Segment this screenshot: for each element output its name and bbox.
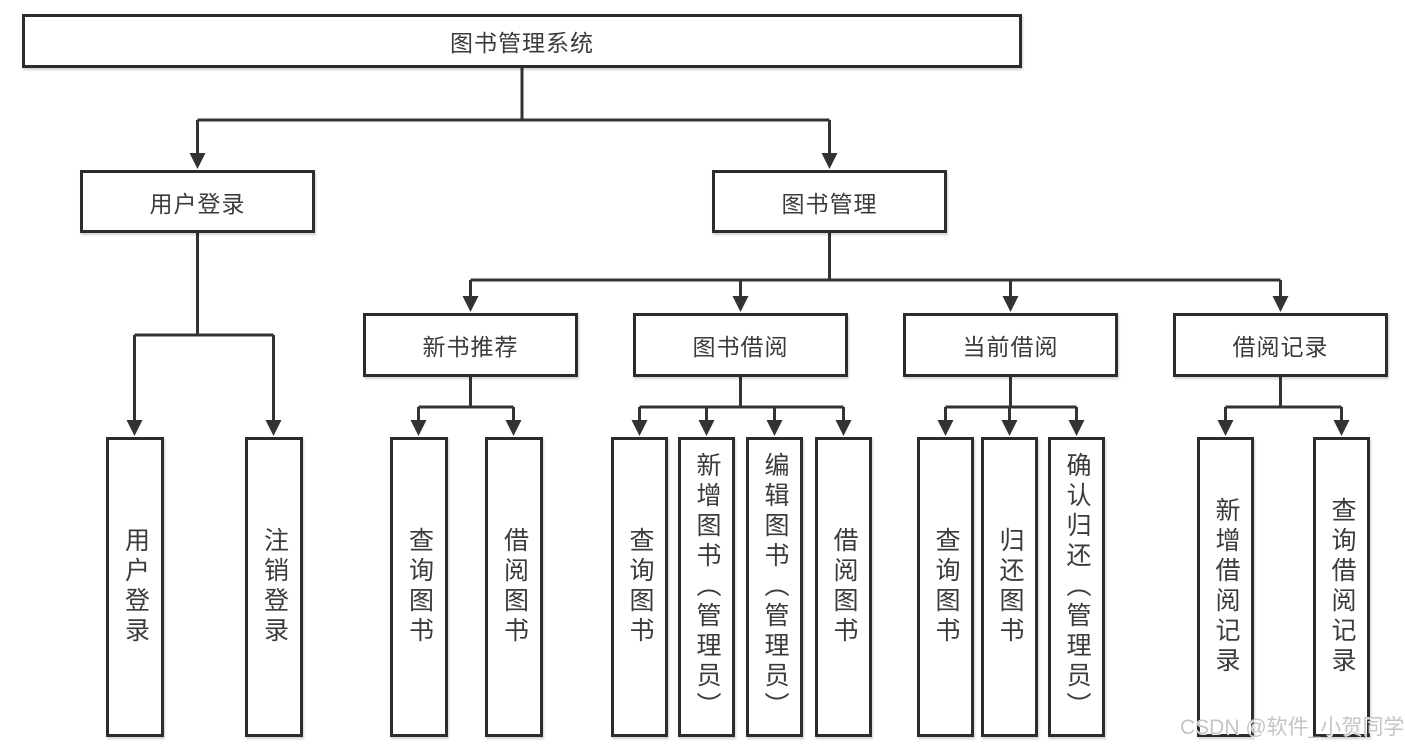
arrowhead bbox=[631, 420, 648, 436]
arrowhead bbox=[265, 420, 282, 436]
leaf-add-book-admin-label: 新增图书（管理员） bbox=[693, 452, 721, 722]
arrowhead bbox=[505, 420, 522, 436]
leaf-query-books-borrow: 查询图书 bbox=[611, 437, 668, 737]
leaf-query-books-recommend-label: 查询图书 bbox=[405, 527, 434, 647]
connector-records-children bbox=[1224, 377, 1343, 423]
node-library-system: 图书管理系统 bbox=[22, 14, 1022, 68]
leaf-borrow-books-recommend: 借阅图书 bbox=[485, 437, 543, 737]
connector-current-children bbox=[944, 377, 1078, 423]
leaf-add-book-admin: 新增图书（管理员） bbox=[678, 437, 735, 737]
connector-user-login-children bbox=[133, 233, 275, 423]
node-user-login: 用户登录 bbox=[80, 170, 315, 233]
arrowhead bbox=[1272, 296, 1289, 312]
leaf-return-book: 归还图书 bbox=[981, 437, 1038, 737]
leaf-edit-book-admin-label: 编辑图书（管理员） bbox=[761, 452, 789, 722]
node-current-borrow: 当前借阅 bbox=[903, 313, 1118, 377]
arrowhead bbox=[462, 296, 479, 312]
arrowhead bbox=[1217, 420, 1234, 436]
leaf-user-login-label: 用户登录 bbox=[121, 527, 150, 647]
leaf-query-borrow-record: 查询借阅记录 bbox=[1313, 437, 1370, 737]
arrowhead bbox=[821, 153, 838, 169]
leaf-borrow-books-borrow: 借阅图书 bbox=[815, 437, 872, 737]
node-borrow-records: 借阅记录 bbox=[1173, 313, 1388, 377]
connector-borrow-children bbox=[638, 377, 845, 423]
arrowhead bbox=[1001, 420, 1018, 436]
node-book-borrow: 图书借阅 bbox=[633, 313, 848, 377]
arrowhead bbox=[189, 153, 206, 169]
arrowhead bbox=[126, 420, 143, 436]
leaf-confirm-return-admin-label: 确认归还（管理员） bbox=[1063, 452, 1091, 722]
arrowhead bbox=[937, 420, 954, 436]
leaf-edit-book-admin: 编辑图书（管理员） bbox=[746, 437, 803, 737]
leaf-logout: 注销登录 bbox=[245, 437, 303, 737]
arrowhead bbox=[732, 296, 749, 312]
node-library-system-label: 图书管理系统 bbox=[450, 30, 594, 56]
node-borrow-records-label: 借阅记录 bbox=[1232, 334, 1329, 360]
leaf-add-borrow-record-label: 新增借阅记录 bbox=[1212, 497, 1240, 677]
leaf-query-borrow-record-label: 查询借阅记录 bbox=[1328, 497, 1356, 677]
leaf-query-books-current-label: 查询图书 bbox=[932, 527, 960, 647]
arrowhead bbox=[1002, 296, 1019, 312]
node-book-borrow-label: 图书借阅 bbox=[692, 334, 789, 360]
node-book-management: 图书管理 bbox=[712, 170, 947, 233]
node-new-book-recommend-label: 新书推荐 bbox=[422, 334, 519, 360]
csdn-watermark: CSDN @软件_小贺同学 bbox=[1180, 716, 1405, 739]
connector-root-to-level2 bbox=[196, 68, 831, 156]
arrowheads bbox=[126, 153, 1350, 436]
node-user-login-label: 用户登录 bbox=[149, 190, 246, 217]
leaf-return-book-label: 归还图书 bbox=[996, 527, 1024, 647]
arrowhead bbox=[698, 420, 715, 436]
arrowhead bbox=[835, 420, 852, 436]
leaf-borrow-books-borrow-label: 借阅图书 bbox=[830, 527, 858, 647]
node-new-book-recommend: 新书推荐 bbox=[363, 313, 578, 377]
arrowhead bbox=[410, 420, 427, 436]
leaf-logout-label: 注销登录 bbox=[260, 527, 289, 647]
leaf-user-login: 用户登录 bbox=[106, 437, 164, 737]
leaf-borrow-books-recommend-label: 借阅图书 bbox=[500, 527, 529, 647]
connector-recommend-children bbox=[417, 377, 515, 423]
arrowhead bbox=[766, 420, 783, 436]
leaf-confirm-return-admin: 确认归还（管理员） bbox=[1048, 437, 1105, 737]
node-book-management-label: 图书管理 bbox=[781, 190, 878, 217]
leaf-query-books-recommend: 查询图书 bbox=[390, 437, 448, 737]
node-current-borrow-label: 当前借阅 bbox=[962, 334, 1059, 360]
connector-book-mgmt-children bbox=[469, 233, 1282, 298]
arrowhead bbox=[1068, 420, 1085, 436]
leaf-query-books-borrow-label: 查询图书 bbox=[626, 527, 654, 647]
arrowhead bbox=[1333, 420, 1350, 436]
leaf-query-books-current: 查询图书 bbox=[917, 437, 974, 737]
leaf-add-borrow-record: 新增借阅记录 bbox=[1197, 437, 1254, 737]
